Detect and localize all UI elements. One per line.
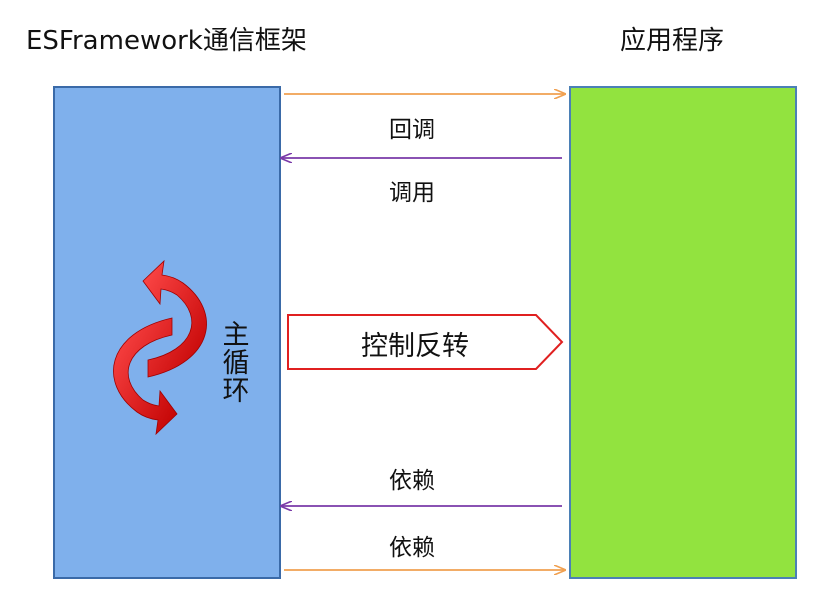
inversion-of-control-label: 控制反转 [361, 331, 469, 362]
framework-box [53, 86, 281, 579]
application-title: 应用程序 [620, 26, 725, 56]
inversion-of-control-arrow [287, 314, 564, 370]
main-loop-label: 主循环 [222, 320, 250, 407]
dependency-label-top: 依赖 [389, 468, 435, 494]
framework-title: ESFramework通信框架 [26, 26, 307, 56]
application-box [569, 86, 797, 579]
main-loop-arrows-icon [113, 259, 207, 436]
call-label: 调用 [389, 180, 435, 206]
callback-label: 回调 [389, 117, 435, 143]
dependency-label-bottom: 依赖 [389, 535, 435, 561]
